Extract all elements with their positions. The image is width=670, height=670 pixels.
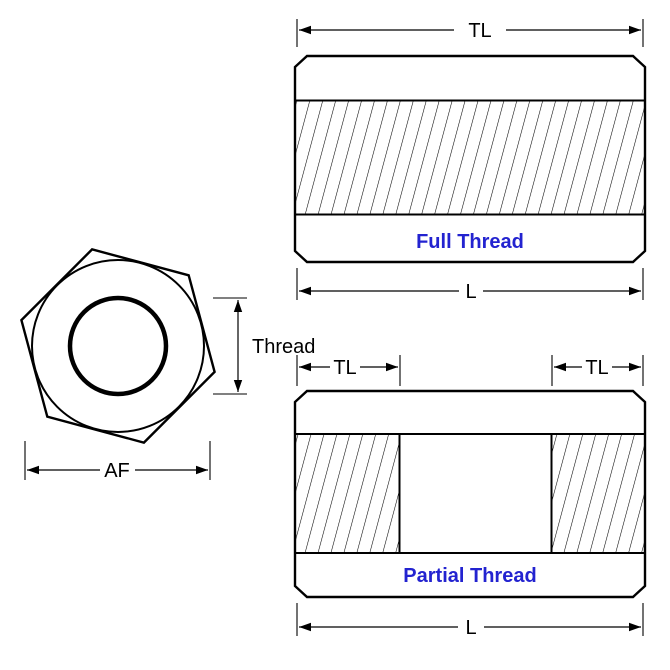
- full-thread-hatch-region: [296, 101, 644, 214]
- full-thread-caption: Full Thread: [416, 231, 524, 253]
- partial-thread-hatch-right: [551, 435, 644, 552]
- l-dimension-label: L: [465, 281, 476, 303]
- full-thread-view: TL Full Thread L: [293, 19, 647, 303]
- tl-left-dimension-label: TL: [333, 357, 356, 379]
- tl-right-dimension-label: TL: [585, 357, 608, 379]
- partial-thread-view: TL TL Partial Thread L: [293, 355, 647, 639]
- af-dimension-label: AF: [104, 460, 130, 482]
- thread-dimension-label: Thread: [252, 336, 315, 358]
- l-partial-dimension-label: L: [465, 617, 476, 639]
- hex-outline: [20, 248, 216, 444]
- partial-thread-hatch-left: [296, 435, 399, 552]
- hex-end-view: Thread AF: [20, 248, 315, 482]
- chamfer-circle: [31, 259, 205, 433]
- tl-dimension-label: TL: [468, 20, 491, 42]
- thread-hole-circle: [67, 295, 169, 397]
- partial-thread-caption: Partial Thread: [403, 565, 536, 587]
